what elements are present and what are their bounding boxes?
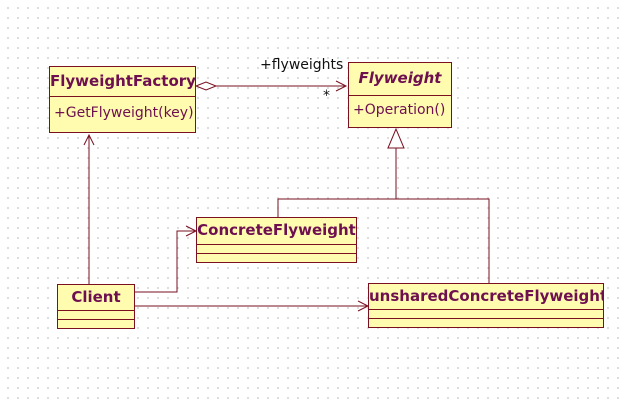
operations-compartment: +Operation() <box>349 96 451 127</box>
operations-compartment <box>197 254 356 262</box>
open-arrowhead-icon <box>335 80 348 92</box>
aggregation-factory-to-flyweight <box>194 80 348 92</box>
class-name: ConcreteFlyweight <box>197 218 356 245</box>
generalization-concrete-to-flyweight <box>277 148 397 217</box>
attributes-compartment <box>58 311 134 320</box>
operations-compartment <box>58 320 134 328</box>
class-flyweight[interactable]: Flyweight +Operation() <box>348 62 452 128</box>
class-unshared-concrete-flyweight[interactable]: unsharedConcreteFlyweight <box>368 283 604 328</box>
class-name: Flyweight <box>349 63 451 96</box>
open-arrowhead-icon <box>83 133 95 146</box>
class-concrete-flyweight[interactable]: ConcreteFlyweight <box>196 217 357 263</box>
attributes-compartment <box>369 310 603 319</box>
attributes-compartment <box>197 245 356 254</box>
association-client-to-concrete <box>135 225 198 293</box>
multiplicity-label: * <box>323 88 330 104</box>
operation-item: +GetFlyweight(key) <box>54 105 194 121</box>
class-name: unsharedConcreteFlyweight <box>369 284 603 310</box>
role-label: +flyweights <box>260 57 344 73</box>
generalization-unshared-to-flyweight <box>396 198 490 283</box>
operations-compartment <box>369 319 603 327</box>
class-flyweight-factory[interactable]: FlyweightFactory +GetFlyweight(key) <box>49 66 196 133</box>
class-client[interactable]: Client <box>57 284 135 329</box>
operations-compartment: +GetFlyweight(key) <box>50 97 195 132</box>
association-client-to-unshared <box>135 300 370 312</box>
class-name: FlyweightFactory <box>50 67 195 97</box>
association-client-to-factory <box>83 133 95 284</box>
class-name: Client <box>58 285 134 311</box>
operation-item: +Operation() <box>353 102 446 118</box>
inheritance-triangle-icon <box>387 127 405 149</box>
aggregation-diamond-icon <box>194 81 218 91</box>
